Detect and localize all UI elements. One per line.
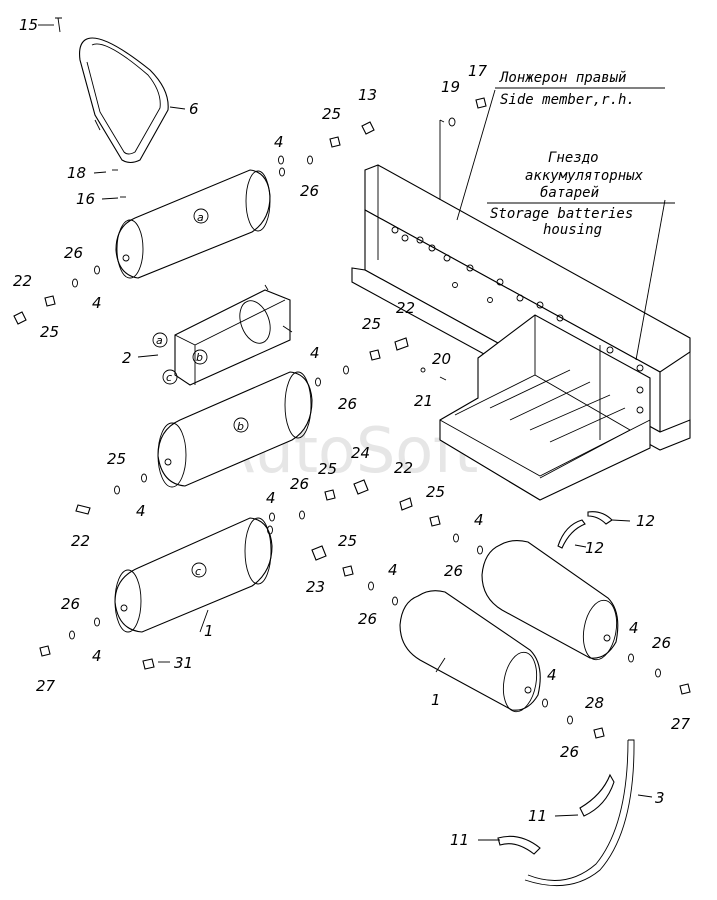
callout-16: 16 [76, 190, 95, 208]
callout-26-bottom: 26 [358, 610, 377, 628]
callout-18: 18 [67, 164, 86, 182]
battery-housing [439, 314, 651, 501]
callout-23: 23 [306, 578, 325, 596]
callout-27-left: 27 [36, 677, 56, 695]
battery-caption-ru-2: аккумуляторных [525, 168, 644, 184]
callout-4-far-right: 4 [629, 619, 639, 637]
air-tank-c: c [114, 517, 273, 633]
callout-4-lower: 4 [136, 502, 146, 520]
callout-4-center: 4 [266, 489, 276, 507]
strap-6 [79, 37, 169, 164]
air-tank-a: a [115, 169, 271, 279]
callout-21: 21 [414, 392, 433, 410]
side-member-caption-en: Side member,r.h. [500, 92, 635, 108]
callout-4-mid: 4 [310, 344, 320, 362]
callout-3: 3 [655, 789, 665, 807]
tank-mark-c: c [195, 565, 201, 578]
callout-25-lower: 25 [107, 450, 126, 468]
callout-25-mid: 25 [362, 315, 381, 333]
callout-26-right: 26 [444, 562, 463, 580]
callout-19: 19 [441, 78, 460, 96]
bracket-mark-a: a [156, 334, 163, 347]
bracket-mark-b: b [196, 351, 203, 364]
pad-12-lower [557, 519, 586, 549]
air-tank-b: b [157, 371, 313, 488]
callout-22-left: 22 [13, 272, 32, 290]
callout-24: 24 [351, 444, 370, 462]
callout-1-left: 1 [204, 622, 214, 640]
tank-bracket: a b c [152, 284, 293, 386]
callout-6: 6 [189, 100, 199, 118]
callout-20: 20 [432, 350, 451, 368]
callout-25-center: 25 [318, 460, 337, 478]
callout-11-upper: 11 [528, 807, 547, 825]
callout-15: 15 [19, 16, 38, 34]
callout-4-far-left: 4 [92, 647, 102, 665]
callout-4-right: 4 [474, 511, 484, 529]
battery-caption-ru-3: батарей [540, 185, 599, 201]
callout-25-top: 25 [322, 105, 341, 123]
tank-mark-b: b [237, 420, 244, 433]
callout-25-right: 25 [426, 483, 445, 501]
battery-caption-ru-1: Гнездо [548, 150, 599, 166]
callout-26-mid: 26 [338, 395, 357, 413]
pad-12-upper [587, 511, 613, 525]
callout-17: 17 [468, 62, 488, 80]
bracket-mark-c: c [166, 371, 172, 384]
callout-26-far-right: 26 [652, 634, 671, 652]
side-member-caption-ru: Лонжерон правый [499, 70, 626, 86]
callout-22-right: 22 [394, 459, 413, 477]
callout-12-lower: 12 [585, 539, 604, 557]
callout-26-top: 26 [300, 182, 319, 200]
callout-2: 2 [122, 349, 132, 367]
callout-25-bottom: 25 [338, 532, 357, 550]
callout-11-lower: 11 [450, 831, 469, 849]
strap-3 [524, 739, 635, 887]
battery-caption-en-1: Storage batteries [490, 206, 633, 222]
callout-31: 31 [174, 654, 193, 672]
callout-4-left: 4 [92, 294, 102, 312]
callout-13: 13 [358, 86, 377, 104]
callout-27-right: 27 [671, 715, 691, 733]
callout-numbers: 15 6 18 16 13 25 4 26 19 17 26 4 22 25 2… [13, 16, 691, 849]
callout-26-lower-right: 26 [560, 743, 579, 761]
callout-1-right: 1 [431, 691, 441, 709]
air-tank-d [399, 590, 541, 713]
callout-25-left: 25 [40, 323, 59, 341]
callout-26-center: 26 [290, 475, 309, 493]
tank-mark-a: a [197, 211, 204, 224]
callout-4-bottom: 4 [388, 561, 398, 579]
callout-22-bottom: 22 [71, 532, 90, 550]
callout-22-mid: 22 [396, 299, 415, 317]
pad-11-lower [497, 835, 541, 855]
callout-4-top: 4 [274, 133, 284, 151]
pad-11-upper [579, 773, 615, 817]
callout-26-far-left: 26 [61, 595, 80, 613]
air-tank-e [481, 539, 619, 661]
callout-26-left: 26 [64, 244, 83, 262]
battery-caption-en-2: housing [543, 222, 602, 238]
callout-12-upper: 12 [636, 512, 655, 530]
callout-4-lower-right: 4 [547, 666, 557, 684]
leader-lines [38, 24, 675, 841]
callout-28: 28 [585, 694, 604, 712]
small-parts [13, 17, 691, 739]
